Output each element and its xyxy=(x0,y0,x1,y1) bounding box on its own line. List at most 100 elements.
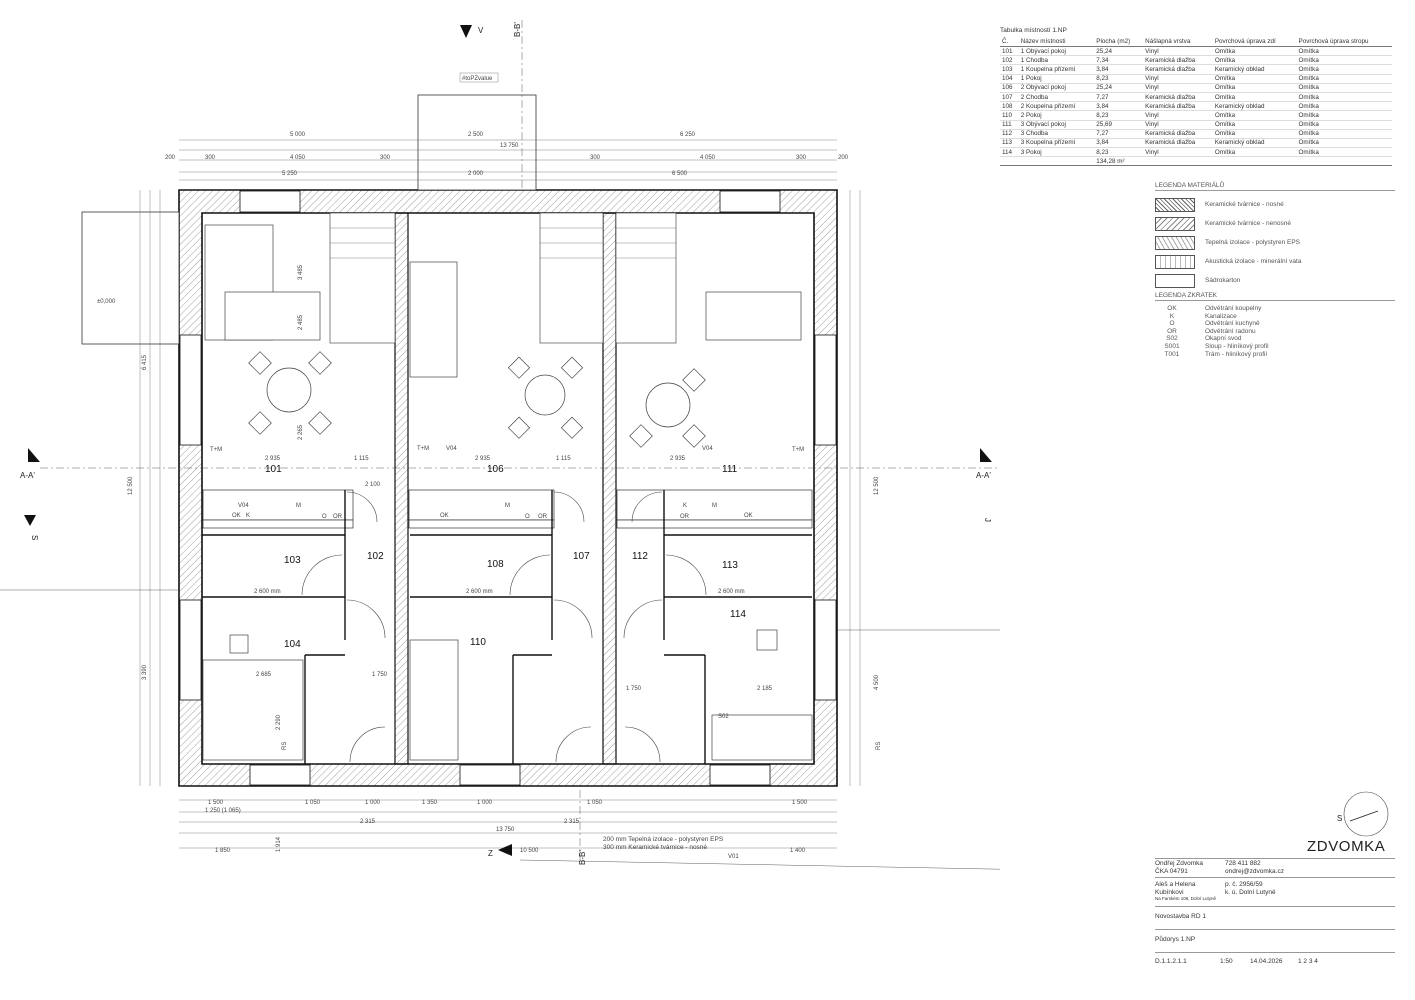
room-table-cell: Omítka xyxy=(1296,55,1392,66)
investor: Aleš a Helena Kubínkovi xyxy=(1155,881,1196,896)
col-walls: Povrchová úprava zdí xyxy=(1212,37,1297,47)
room-table-cell: Omítka xyxy=(1212,46,1297,57)
marker-s: S xyxy=(30,535,39,540)
material-legend-item: Keramické tvárnice - nosné xyxy=(1155,195,1395,214)
room-table-cell: 2 Pokoj xyxy=(1018,110,1095,121)
marker-bb-bottom: B-B' xyxy=(578,850,587,865)
room-table-cell-empty xyxy=(1296,156,1392,167)
equip-tm-2: T+M xyxy=(417,446,429,452)
room-table-cell: 2 Obývací pokoj xyxy=(1018,83,1095,93)
material-legend-item: Tepelná izolace - polystyren EPS xyxy=(1155,233,1395,252)
cadastral-area: k. ú. Dolní Lutyně xyxy=(1225,888,1276,896)
dim-6415: 6 415 xyxy=(142,354,148,370)
room-104: 104 xyxy=(284,639,301,650)
room-table-cell: Omítka xyxy=(1296,101,1392,112)
company-logo: ZDVOMKA xyxy=(1307,838,1386,855)
abbrev-code: S001 xyxy=(1164,342,1180,350)
material-swatch-icon xyxy=(1155,216,1195,231)
room-table-cell: Omítka xyxy=(1212,129,1297,139)
room-table-cell: Omítka xyxy=(1296,138,1392,149)
room-table-cell: Vinyl xyxy=(1143,83,1213,93)
marker-v01: V01 xyxy=(728,854,739,860)
dim-total-top: 13 750 xyxy=(500,143,519,149)
dim-b-1050-b: 1 050 xyxy=(587,800,603,806)
compass-label: S xyxy=(1337,814,1343,823)
room-table-cell: 104 xyxy=(1000,74,1019,84)
room-108: 108 xyxy=(487,559,504,570)
abbrev-code: K xyxy=(1169,312,1175,320)
dim-b-1050-a: 1 050 xyxy=(305,800,321,806)
dim-4500: 4 500 xyxy=(874,674,880,690)
equip-ok-1: OK xyxy=(232,513,241,519)
abbrev-code: OR xyxy=(1167,327,1177,335)
room-table-cell: Omítka xyxy=(1296,147,1392,158)
dim-i-2600-a: 2 600 mm xyxy=(254,589,281,595)
equip-k-2: K xyxy=(683,503,687,509)
abbrev-text: Odvětrání koupelny xyxy=(1205,305,1262,312)
entrance-canopy xyxy=(417,94,537,191)
room-table-cell: Omítka xyxy=(1212,83,1297,93)
equip-or-1: OR xyxy=(333,514,343,520)
room-table-cell: Omítka xyxy=(1296,120,1392,130)
room-table-cell: 1 Pokoj xyxy=(1018,74,1095,84)
dim-i-2935-a: 2 935 xyxy=(265,456,281,462)
room-table-cell-empty xyxy=(1143,156,1213,167)
room-table-total-row: 134,28 m² xyxy=(1000,156,1392,167)
equip-m-3: M xyxy=(712,503,717,509)
dim-b-1350: 1 350 xyxy=(422,800,438,806)
dim-3390: 3 390 xyxy=(142,664,148,680)
dim-i-1115-a: 1 115 xyxy=(354,456,369,462)
level-label: ±0,000 xyxy=(97,299,116,305)
room-table-cell: 8,23 xyxy=(1094,74,1144,84)
material-label: Sádrokarton xyxy=(1205,277,1241,284)
room-table-cell: Vinyl xyxy=(1143,46,1213,57)
equip-or-2: OR xyxy=(538,514,548,520)
room-table-cell: Keramická dlažba xyxy=(1143,129,1213,139)
col-name: Název místnosti xyxy=(1018,37,1095,47)
dim-4050-a: 4 050 xyxy=(290,155,306,161)
dim-i-2185: 2 185 xyxy=(757,686,773,692)
marker-v: V xyxy=(478,26,484,35)
dim-i-2935-b: 2 935 xyxy=(475,456,491,462)
dim-b-1000-a: 1 000 xyxy=(365,800,381,806)
abbrev-legend-title: LEGENDA ZKRATEK xyxy=(1155,292,1395,301)
abbrev-text: Trám - hliníkový profil xyxy=(1205,350,1267,358)
dim-i-1115-b: 1 115 xyxy=(556,456,571,462)
drawing-scale: 1:50 xyxy=(1220,958,1233,965)
equip-rs-1: RS xyxy=(282,742,288,750)
materials-legend-title: LEGENDA MATERIÁLŮ xyxy=(1155,182,1395,191)
room-table-cell: Vinyl xyxy=(1143,74,1213,84)
room-table-total: 134,28 m² xyxy=(1094,156,1144,167)
wall-composition-note: 200 mm Tepelná izolace - polystyren EPS … xyxy=(603,836,723,852)
abbrev-text: Odvětrání kuchyně xyxy=(1205,320,1260,328)
abbrev-code: S02 xyxy=(1166,335,1178,343)
dim-300-b: 300 xyxy=(380,155,391,161)
room-113: 113 xyxy=(722,560,738,571)
room-table-cell: Omítka xyxy=(1296,64,1392,75)
dim-6250: 6 250 xyxy=(680,132,696,138)
room-table-cell: 106 xyxy=(1000,83,1019,93)
col-floor: Nášlapná vrstva xyxy=(1143,37,1213,47)
marker-z: Z xyxy=(488,849,493,858)
room-table-title: Tabulka místností 1.NP xyxy=(1000,27,1067,34)
equip-or-3: OR xyxy=(680,514,690,520)
equip-o-2: O xyxy=(525,514,530,520)
marker-aa-right: A-A' xyxy=(976,471,991,480)
room-103: 103 xyxy=(284,555,301,566)
room-table-cell: Vinyl xyxy=(1143,147,1213,158)
sheet-pages: 1 2 3 4 xyxy=(1298,958,1318,965)
dim-5000: 5 000 xyxy=(290,132,306,138)
author-email: ondrej@zdvomka.cz xyxy=(1225,867,1284,875)
material-label: Akustická izolace - minerální vata xyxy=(1205,258,1302,265)
room-table-cell: 111 xyxy=(1000,120,1019,130)
dim-6500: 6 500 xyxy=(672,171,688,177)
title-block: Ondřej Zdvomka ČKA 04791 728 411 882 ond… xyxy=(1155,858,1395,966)
